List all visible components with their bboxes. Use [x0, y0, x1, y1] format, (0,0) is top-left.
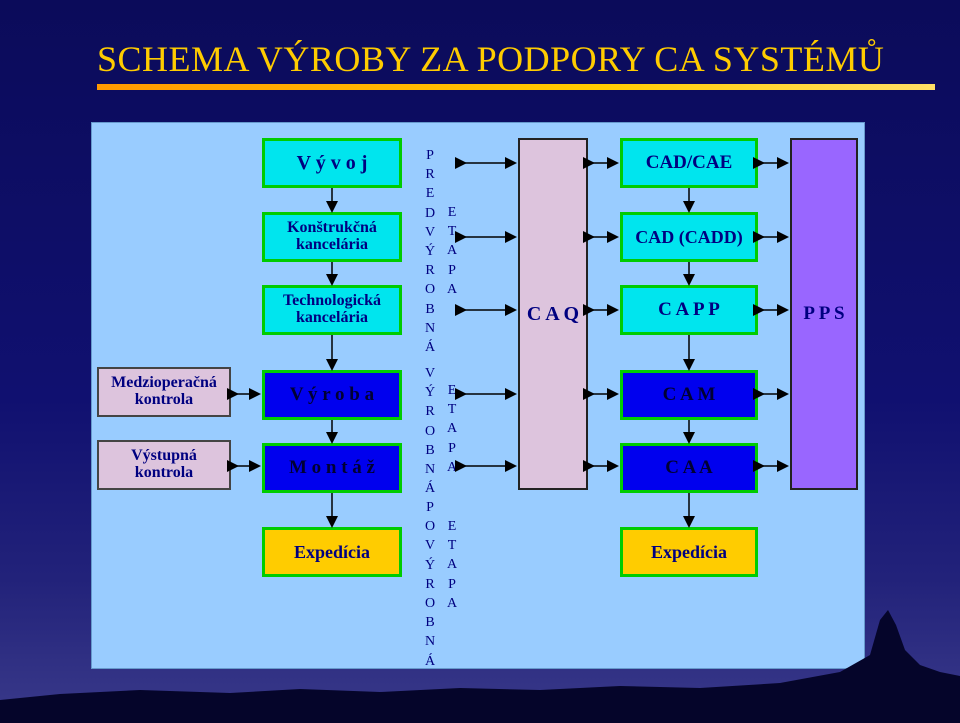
vyroba-box: V ý r o b a — [262, 370, 402, 420]
vystupna-line2: kontrola — [134, 464, 194, 481]
pps-box: P P S — [790, 138, 858, 490]
technologicka-line1: Technologická — [282, 292, 382, 310]
expedicia-left-label: Expedícia — [293, 541, 370, 562]
caq-box: C A Q — [518, 138, 588, 490]
vyvoj-label: V ý v o j — [296, 151, 368, 174]
konstrukcna-box: Konštrukčná kancelária — [262, 212, 402, 262]
capp-box: C A P P — [620, 285, 758, 335]
montaz-box: M o n t á ž — [262, 443, 402, 493]
caq-label: C A Q — [526, 302, 580, 325]
technologicka-box: Technologická kancelária — [262, 285, 402, 335]
vyroba-label: V ý r o b a — [289, 384, 375, 406]
caa-label: C A A — [665, 457, 713, 479]
expedicia-right-label: Expedícia — [650, 541, 727, 562]
vystupna-box: Výstupná kontrola — [97, 440, 231, 490]
technologicka-line2: kancelária — [296, 309, 368, 326]
pps-label: P P S — [803, 303, 845, 325]
cam-box: C A M — [620, 370, 758, 420]
expedicia-left-box: Expedícia — [262, 527, 402, 577]
konstrukcna-line2: kancelária — [296, 236, 368, 253]
cad-cae-box: CAD/CAE — [620, 138, 758, 188]
etapa-label-1: E T A P A — [446, 205, 458, 297]
cam-label: C A M — [662, 384, 716, 406]
capp-label: C A P P — [658, 299, 720, 321]
cad-cae-label: CAD/CAE — [645, 152, 733, 174]
vyrobna-label: V Ý R O B N Á — [424, 366, 436, 497]
medzioperacna-line1: Medzioperačná — [111, 374, 217, 392]
page-title: SCHEMA VÝROBY ZA PODPORY CA SYSTÉMŮ — [97, 39, 885, 79]
vystupna-line1: Výstupná — [131, 447, 197, 465]
konstrukcna-line1: Konštrukčná — [287, 219, 377, 237]
etapa-label-3: E T A P A — [446, 519, 458, 611]
povyrobna-label: P O V Ý R O B N Á — [424, 500, 436, 669]
vyvoj-box: V ý v o j — [262, 138, 402, 188]
expedicia-right-box: Expedícia — [620, 527, 758, 577]
etapa-label-2: E T A P A — [446, 383, 458, 475]
caa-box: C A A — [620, 443, 758, 493]
medzioperacna-line2: kontrola — [134, 391, 194, 408]
predvyrobna-label: P R E D V Ý R O B N Á — [424, 148, 436, 356]
cad-cadd-label: CAD (CADD) — [635, 226, 743, 247]
title-underline — [97, 84, 935, 90]
montaz-label: M o n t á ž — [288, 457, 375, 479]
